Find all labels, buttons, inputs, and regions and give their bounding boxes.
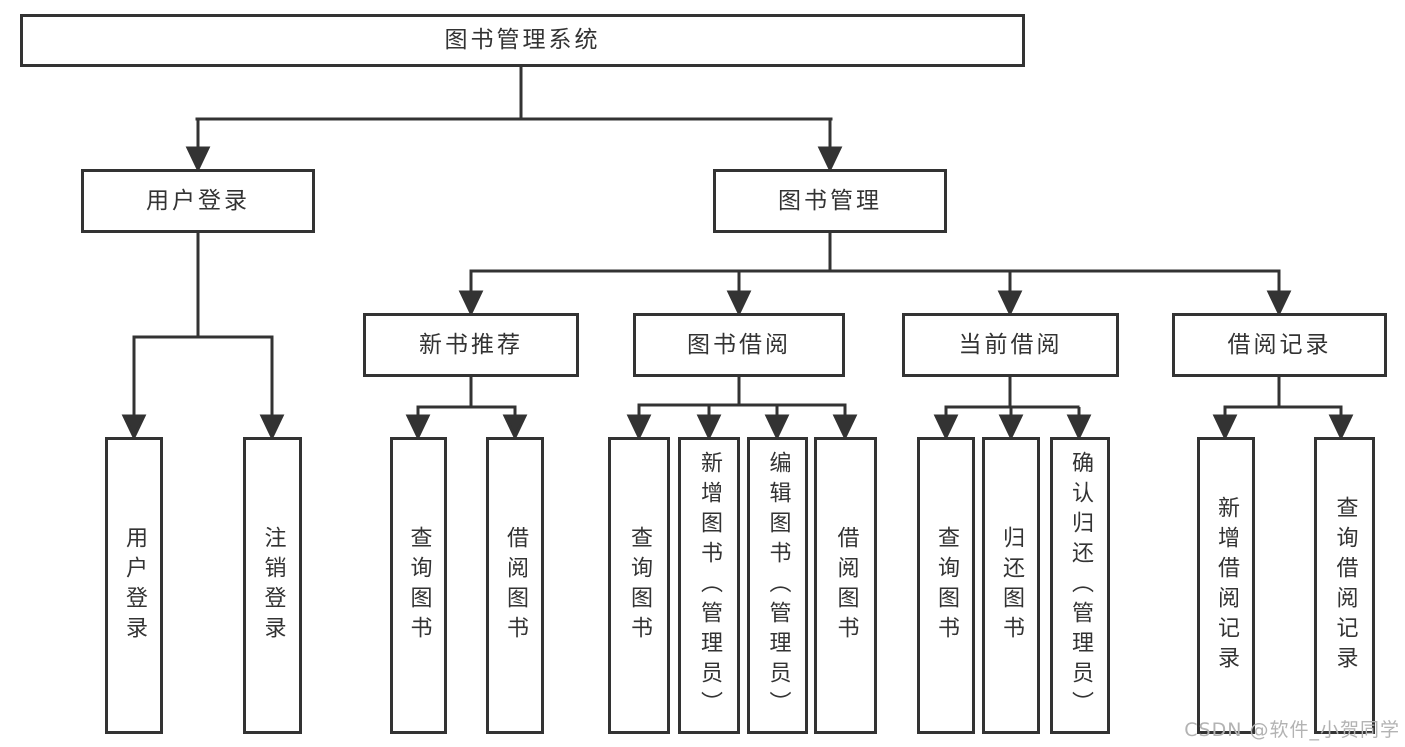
leaf-return-book: 归还图书: [982, 437, 1040, 734]
leaf-edit-book-admin: 编辑图书（管理员）: [747, 437, 808, 734]
node-library-system: 图书管理系统: [20, 14, 1025, 67]
arrow-to-leaf-borrow-books-1: [502, 407, 528, 441]
leaf-label: 借阅图书: [833, 525, 859, 646]
leaf-add-book-admin: 新增图书（管理员）: [678, 437, 740, 734]
node-label: 图书管理系统: [444, 27, 601, 53]
node-label: 图书借阅: [687, 331, 791, 358]
arrow-to-leaf-edit-book: [764, 405, 790, 441]
node-label: 借阅记录: [1227, 331, 1332, 358]
node-label: 当前借阅: [958, 331, 1063, 358]
node-current-borrow: 当前借阅: [902, 313, 1119, 377]
arrow-to-leaf-add-borrow-record: [1212, 407, 1238, 441]
leaf-label: 查询借阅记录: [1332, 495, 1358, 676]
node-label: 新书推荐: [419, 331, 523, 358]
leaf-label: 新增借阅记录: [1214, 495, 1239, 676]
leaf-label: 查询图书: [934, 525, 959, 646]
leaf-label: 编辑图书（管理员）: [765, 450, 791, 721]
arrow-to-leaf-user-login: [121, 337, 147, 441]
leaf-query-books-3: 查询图书: [917, 437, 975, 734]
leaf-label: 确认归还（管理员）: [1068, 450, 1093, 721]
leaf-label: 查询图书: [406, 525, 432, 646]
leaf-label: 注销登录: [260, 525, 286, 646]
leaf-query-books-1: 查询图书: [390, 437, 447, 734]
arrow-to-book-management: [817, 119, 843, 173]
leaf-label: 用户登录: [122, 525, 147, 646]
arrow-to-leaf-query-books-3: [933, 407, 959, 441]
leaf-label: 新增图书（管理员）: [697, 450, 722, 721]
arrow-to-user-login: [185, 119, 211, 173]
leaf-confirm-return-admin: 确认归还（管理员）: [1050, 437, 1110, 734]
node-label: 图书管理: [778, 187, 882, 214]
node-borrow-records: 借阅记录: [1172, 313, 1387, 377]
node-new-book-recommend: 新书推荐: [363, 313, 579, 377]
arrow-to-leaf-query-books-2: [626, 405, 652, 441]
arrow-to-leaf-confirm-return: [1066, 407, 1092, 441]
node-book-management: 图书管理: [713, 169, 947, 233]
arrow-to-leaf-add-book: [696, 405, 722, 441]
arrow-to-current-borrow: [997, 271, 1023, 317]
leaf-label: 借阅图书: [503, 525, 528, 646]
node-book-borrow: 图书借阅: [633, 313, 845, 377]
node-label: 用户登录: [146, 187, 250, 214]
leaf-user-login: 用户登录: [105, 437, 163, 734]
leaf-query-borrow-record: 查询借阅记录: [1314, 437, 1375, 734]
arrow-to-leaf-query-books-1: [405, 407, 431, 441]
leaf-borrow-books-2: 借阅图书: [814, 437, 877, 734]
leaf-label: 查询图书: [627, 525, 652, 646]
node-user-login: 用户登录: [81, 169, 315, 233]
arrow-to-leaf-query-borrow-record: [1328, 407, 1354, 441]
arrow-to-new-book-recommend: [458, 271, 484, 317]
arrow-to-leaf-return-book: [998, 407, 1024, 441]
arrow-to-book-borrow: [726, 271, 752, 317]
csdn-watermark: CSDN @软件_小贺同学: [1184, 719, 1400, 741]
leaf-borrow-books-1: 借阅图书: [486, 437, 544, 734]
leaf-add-borrow-record: 新增借阅记录: [1197, 437, 1255, 734]
leaf-query-books-2: 查询图书: [608, 437, 670, 734]
leaf-logout: 注销登录: [243, 437, 302, 734]
arrow-to-leaf-logout: [259, 337, 285, 441]
arrow-to-leaf-borrow-books-2: [832, 405, 858, 441]
arrow-to-borrow-records: [1266, 271, 1292, 317]
leaf-label: 归还图书: [999, 525, 1024, 646]
